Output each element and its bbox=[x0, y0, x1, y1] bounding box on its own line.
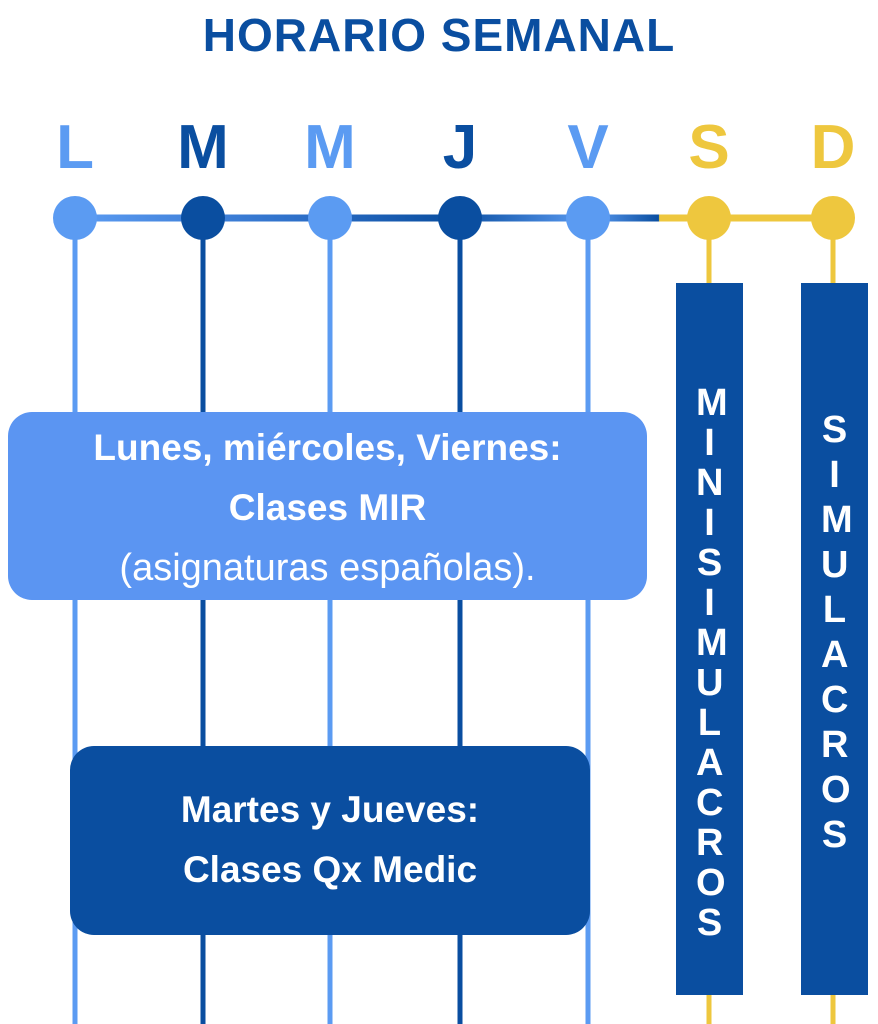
saturday-mini-simulacros-box: MINI SIMULACROS bbox=[676, 283, 743, 995]
day-letter: L bbox=[56, 113, 94, 182]
page-title: HORARIO SEMANAL bbox=[202, 9, 676, 61]
day-dot bbox=[687, 196, 731, 240]
day-letter: J bbox=[442, 113, 478, 182]
box-martes-jueves: Martes y Jueves: Clases Qx Medic bbox=[70, 746, 590, 935]
day-letter: M bbox=[177, 113, 229, 182]
day-dot bbox=[566, 196, 610, 240]
sunday-label: SIMULACROS bbox=[821, 409, 878, 856]
box-mj-line2: Clases Qx Medic bbox=[182, 849, 478, 890]
box-lmv-line1: Lunes, miércoles, Viernes: bbox=[93, 427, 562, 468]
day-letter: M bbox=[304, 113, 356, 182]
day-letter: S bbox=[688, 113, 730, 182]
sunday-simulacros-box: SIMULACROS bbox=[801, 283, 868, 995]
day-dot bbox=[53, 196, 97, 240]
day-dot bbox=[308, 196, 352, 240]
day-dot bbox=[181, 196, 225, 240]
box-mj-line1: Martes y Jueves: bbox=[180, 789, 480, 830]
saturday-label: MINI SIMULACROS bbox=[696, 382, 768, 944]
day-dot bbox=[438, 196, 482, 240]
day-letter: V bbox=[567, 113, 609, 182]
day-letter: D bbox=[810, 113, 856, 182]
box-lunes-miercoles-viernes: Lunes, miércoles, Viernes: Clases MIR (a… bbox=[8, 412, 647, 600]
day-dot bbox=[811, 196, 855, 240]
box-lmv-line2: Clases MIR bbox=[228, 487, 427, 528]
box-lmv-line3: (asignaturas españolas). bbox=[119, 547, 536, 589]
